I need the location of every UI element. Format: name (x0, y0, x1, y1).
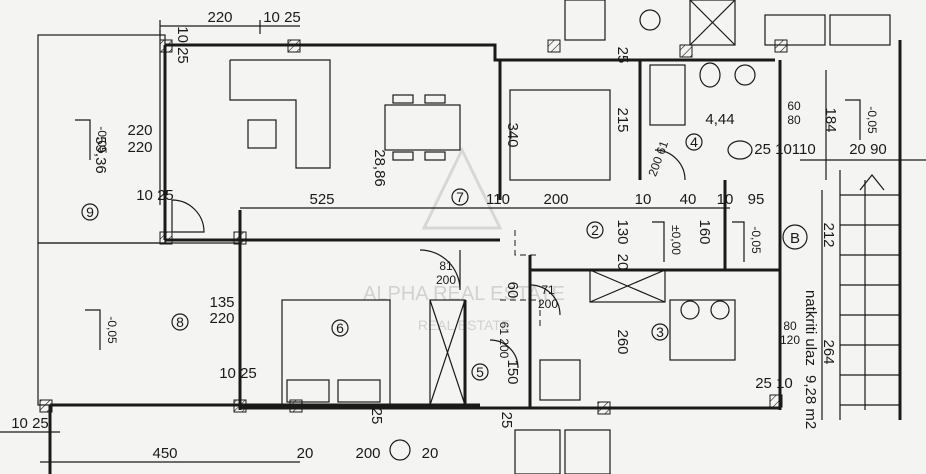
dim-25a: 25 (368, 408, 385, 425)
dim-left-bottom-1025: 10 25 (11, 415, 49, 432)
dim-450: 450 (152, 445, 177, 462)
dim-20-90: 20 90 (849, 141, 887, 158)
bath-window-w: 60 (787, 99, 801, 113)
dim-260: 260 (614, 329, 631, 354)
door-81-h: 200 (436, 273, 456, 287)
dim-25b: 25 (498, 412, 515, 429)
dim-1025-mid: 10 25 (136, 187, 174, 204)
dim-215: 215 (614, 107, 631, 132)
door-71-h: 200 (538, 297, 558, 311)
dimension-lines (0, 20, 926, 463)
dim-184: 184 (822, 107, 839, 132)
room-2-id: 2 (591, 222, 599, 238)
door-61-200: 61 200 (497, 322, 511, 359)
dim-bottom-200: 200 (355, 445, 380, 462)
walls (37, 0, 902, 474)
dim-60: 60 (504, 282, 521, 299)
level-marker-8: -0,05 (105, 316, 119, 344)
doors (171, 149, 686, 369)
dim-150: 150 (504, 359, 521, 384)
room-3-id: 3 (656, 324, 664, 340)
room-6-circle (331, 319, 349, 337)
dim-340: 340 (504, 122, 521, 147)
dim-bottom-20b: 20 (422, 445, 439, 462)
door-81: 81 (439, 259, 453, 273)
opening-8-h: 220 (209, 310, 234, 327)
room-9-area: 59,36 (92, 136, 109, 174)
dim-130: 130 (614, 219, 631, 244)
bath-window-h: 80 (787, 113, 801, 127)
room-8-id: 8 (176, 314, 184, 330)
dim-200: 200 (543, 191, 568, 208)
room-9-circle (81, 203, 99, 221)
dim-25-10-110: 25 10110 (754, 141, 815, 158)
room-5-id: 5 (476, 364, 484, 380)
room-5-circle (471, 363, 489, 381)
dim-25c: 25 (614, 47, 631, 64)
dim-264: 264 (820, 339, 837, 364)
opening-9-w: 220 (127, 122, 152, 139)
dim-10b: 10 (717, 191, 734, 208)
dim-20: 20 (614, 254, 631, 271)
level-marker-hall: ±0,00 (669, 225, 683, 255)
room-2-circle (586, 221, 604, 239)
room-7-area: 28,86 (371, 149, 388, 187)
dim-525: 525 (309, 191, 334, 208)
dim-left-1025: 10 25 (174, 26, 191, 64)
bath4-door: 200 61 (645, 139, 671, 179)
door-71: 71 (541, 283, 555, 297)
dim-top-220: 220 (207, 9, 232, 26)
dim-95: 95 (748, 191, 765, 208)
dim-110: 110 (486, 191, 510, 208)
opening-9-h: 220 (127, 139, 152, 156)
covered-entry-label: natkriti ulaz (802, 290, 819, 366)
level-markers: -0,05 -0,05 -0,05 ±0,00 -0,05 (75, 99, 879, 350)
entrance-circle (782, 224, 808, 250)
room-8-circle (171, 313, 189, 331)
dim-top-1025: 10 25 (263, 9, 301, 26)
level-marker-entry: -0,05 (749, 226, 763, 254)
opening-8-w: 135 (209, 294, 234, 311)
win-80: 80 (783, 319, 797, 333)
dim-40: 40 (680, 191, 697, 208)
level-marker-9: -0,05 (95, 126, 109, 154)
room-4-area: 4,44 (705, 111, 734, 128)
dim-bottom-20a: 20 (297, 445, 314, 462)
room-labels: 9 59,36 7 28,86 4 4,44 8 6 5 3 2 B (81, 111, 808, 381)
covered-entry (839, 170, 900, 420)
room-4-id: 4 (690, 134, 698, 150)
room-3-circle (651, 323, 669, 341)
win-120: 120 (780, 333, 800, 347)
columns (39, 39, 788, 415)
room-7-circle (451, 188, 469, 206)
room-9-id: 9 (86, 204, 94, 220)
level-marker-top: -0,05 (865, 106, 879, 134)
dim-212: 212 (820, 222, 837, 247)
dim-10a: 10 (635, 191, 652, 208)
dim-2510: 25 10 (755, 375, 793, 392)
room-4-circle (685, 133, 703, 151)
room-6-id: 6 (336, 320, 344, 336)
covered-entry-area: 9,28 m2 (802, 375, 819, 429)
dim-1025-bottom: 10 25 (219, 365, 257, 382)
dimension-texts: 220 10 25 10 25 10 25 220 220 525 340 21… (11, 9, 887, 462)
entrance-label: B (790, 230, 800, 247)
furniture (229, 0, 891, 474)
room-7-id: 7 (456, 189, 464, 205)
dashed-lines (500, 230, 541, 330)
dim-160: 160 (696, 219, 713, 244)
